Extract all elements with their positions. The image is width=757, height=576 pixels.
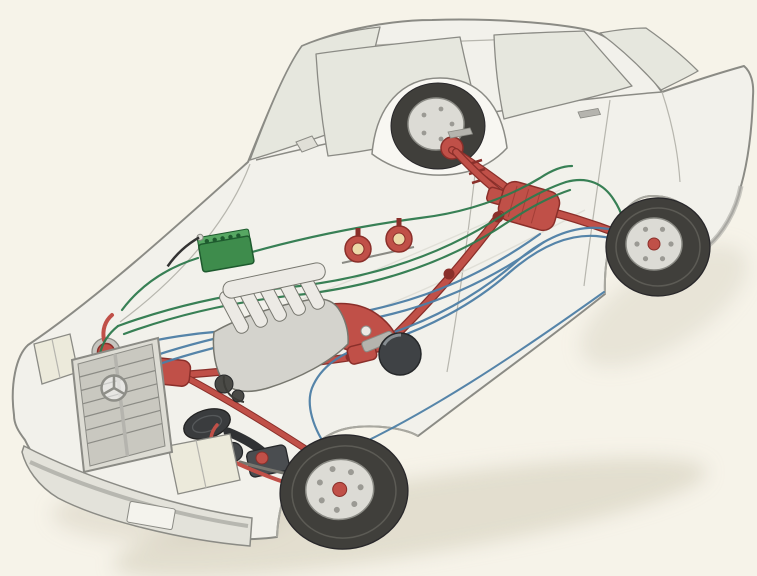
rim-hole xyxy=(318,497,325,504)
rear-left-wheel xyxy=(605,197,711,297)
rim-hole xyxy=(333,506,340,513)
headlamp-near xyxy=(167,433,241,495)
rear-side-window xyxy=(493,30,633,120)
hood-star-emblem xyxy=(100,374,128,402)
rim-hole xyxy=(668,241,674,247)
front-fascia xyxy=(21,333,253,547)
license-plate xyxy=(126,500,176,531)
prop-shaft xyxy=(390,211,504,341)
rim-hole xyxy=(347,469,354,476)
tire-sidewall xyxy=(291,445,397,539)
door-handle xyxy=(577,108,602,119)
wiring-line xyxy=(116,180,568,328)
door-seam-rear xyxy=(583,99,611,287)
rim-hole xyxy=(438,106,444,112)
wiring-line xyxy=(122,188,572,336)
drive-belt xyxy=(222,374,245,403)
brake-booster xyxy=(378,332,422,376)
front-bumper xyxy=(21,444,253,547)
battery-cable xyxy=(166,236,200,268)
hydraulic-brake-line xyxy=(308,342,374,454)
wiring-line xyxy=(98,324,120,356)
three-pointed-star-icon xyxy=(101,374,127,396)
ground-shadow xyxy=(113,457,707,576)
accumulator-center xyxy=(351,242,365,256)
booster-highlight xyxy=(382,333,402,346)
rim-hole xyxy=(329,466,336,473)
rim-hole xyxy=(449,121,455,127)
rim-hole xyxy=(438,136,444,142)
battery-cap xyxy=(228,234,233,240)
accumulator-stem xyxy=(355,228,361,237)
hydraulic-accumulators xyxy=(341,218,415,264)
wheel-hub xyxy=(647,237,661,251)
air-intake-ring xyxy=(191,414,223,434)
u-joint xyxy=(443,268,455,280)
tire-sidewall xyxy=(615,207,701,287)
battery-cap xyxy=(220,236,225,241)
rim-hole xyxy=(634,241,640,247)
brake-booster-group xyxy=(360,325,422,376)
front-strut xyxy=(101,313,114,342)
bumper-rub-strip xyxy=(29,460,249,528)
rim-hole xyxy=(659,226,666,232)
rim-hole xyxy=(357,484,364,491)
pump-detail xyxy=(255,451,269,465)
rim-hole xyxy=(642,226,649,232)
engine xyxy=(212,262,349,403)
battery-body xyxy=(198,235,255,273)
intake-manifold xyxy=(222,262,326,299)
battery-cap xyxy=(204,238,210,244)
rear-right-wheel xyxy=(390,82,486,170)
rim-hole xyxy=(316,479,323,486)
battery-cap xyxy=(236,233,241,238)
door-handles xyxy=(447,108,602,139)
rear-bumper-strip xyxy=(706,185,744,248)
door-mirror xyxy=(295,135,319,153)
rim-hole xyxy=(659,256,666,262)
ground-shadow xyxy=(580,245,748,367)
grille-center-bar xyxy=(113,353,130,457)
rim-hole xyxy=(351,500,358,507)
trunk-seam xyxy=(661,91,681,183)
headlamp-divider xyxy=(51,338,61,379)
wiring-line xyxy=(120,256,200,312)
rim-hole xyxy=(642,256,649,262)
reservoir-cap xyxy=(360,325,372,337)
wheel-hub xyxy=(332,481,348,497)
rim-hole xyxy=(421,112,427,118)
accumulator-center xyxy=(392,232,406,246)
wiring-line xyxy=(236,164,574,258)
battery-cap xyxy=(212,237,217,242)
door-handle xyxy=(447,127,474,139)
headlamp-divider xyxy=(195,439,207,489)
rim-hole xyxy=(421,130,427,136)
accumulator-stem xyxy=(396,218,402,227)
battery xyxy=(166,228,255,273)
front-left-wheel xyxy=(279,434,409,550)
rear-windshield xyxy=(599,27,699,91)
